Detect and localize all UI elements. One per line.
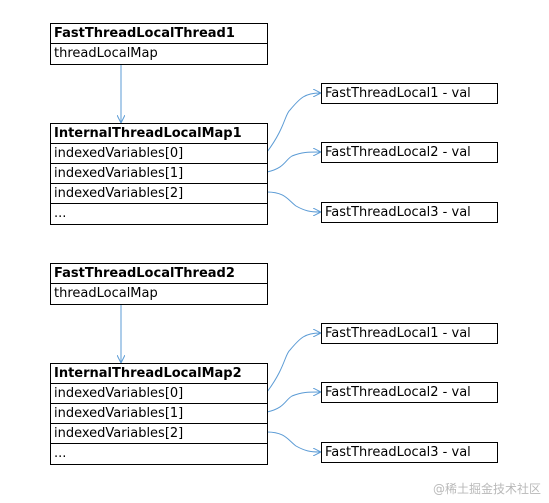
map-title: InternalThreadLocalMap1 — [51, 124, 267, 144]
map-box-1: InternalThreadLocalMap1 indexedVariables… — [50, 123, 268, 225]
map-row: indexedVariables[0] — [51, 384, 267, 404]
watermark: @稀土掘金技术社区 — [432, 482, 541, 496]
thread-title: FastThreadLocalThread2 — [51, 264, 267, 284]
map-row: indexedVariables[0] — [51, 144, 267, 164]
thread-box-1: FastThreadLocalThread1 threadLocalMap — [50, 23, 268, 65]
value-box: FastThreadLocal3 - val — [321, 202, 498, 223]
value-box: FastThreadLocal1 - val — [321, 323, 498, 344]
value-box: FastThreadLocal2 - val — [321, 142, 498, 163]
thread-field: threadLocalMap — [54, 286, 158, 301]
thread-title: FastThreadLocalThread1 — [51, 24, 267, 44]
map2-slot2-link — [266, 431, 320, 452]
value-box: FastThreadLocal1 - val — [321, 83, 498, 104]
map-row: ... — [54, 206, 67, 221]
map-row: indexedVariables[2] — [51, 184, 267, 204]
map-row: indexedVariables[2] — [51, 424, 267, 444]
map2-slot1-link — [266, 392, 320, 413]
map1-slot1-link — [266, 152, 320, 173]
map-row: indexedVariables[1] — [51, 404, 267, 424]
map-row: ... — [54, 446, 67, 461]
map1-slot0-link — [266, 93, 320, 153]
value-box: FastThreadLocal3 - val — [321, 442, 498, 463]
value-box: FastThreadLocal2 - val — [321, 382, 498, 403]
map-title: InternalThreadLocalMap2 — [51, 364, 267, 384]
map1-slot2-link — [266, 191, 320, 212]
map2-slot0-link — [266, 333, 320, 393]
thread-box-2: FastThreadLocalThread2 threadLocalMap — [50, 263, 268, 305]
thread-field: threadLocalMap — [54, 46, 158, 61]
map-box-2: InternalThreadLocalMap2 indexedVariables… — [50, 363, 268, 465]
map-row: indexedVariables[1] — [51, 164, 267, 184]
